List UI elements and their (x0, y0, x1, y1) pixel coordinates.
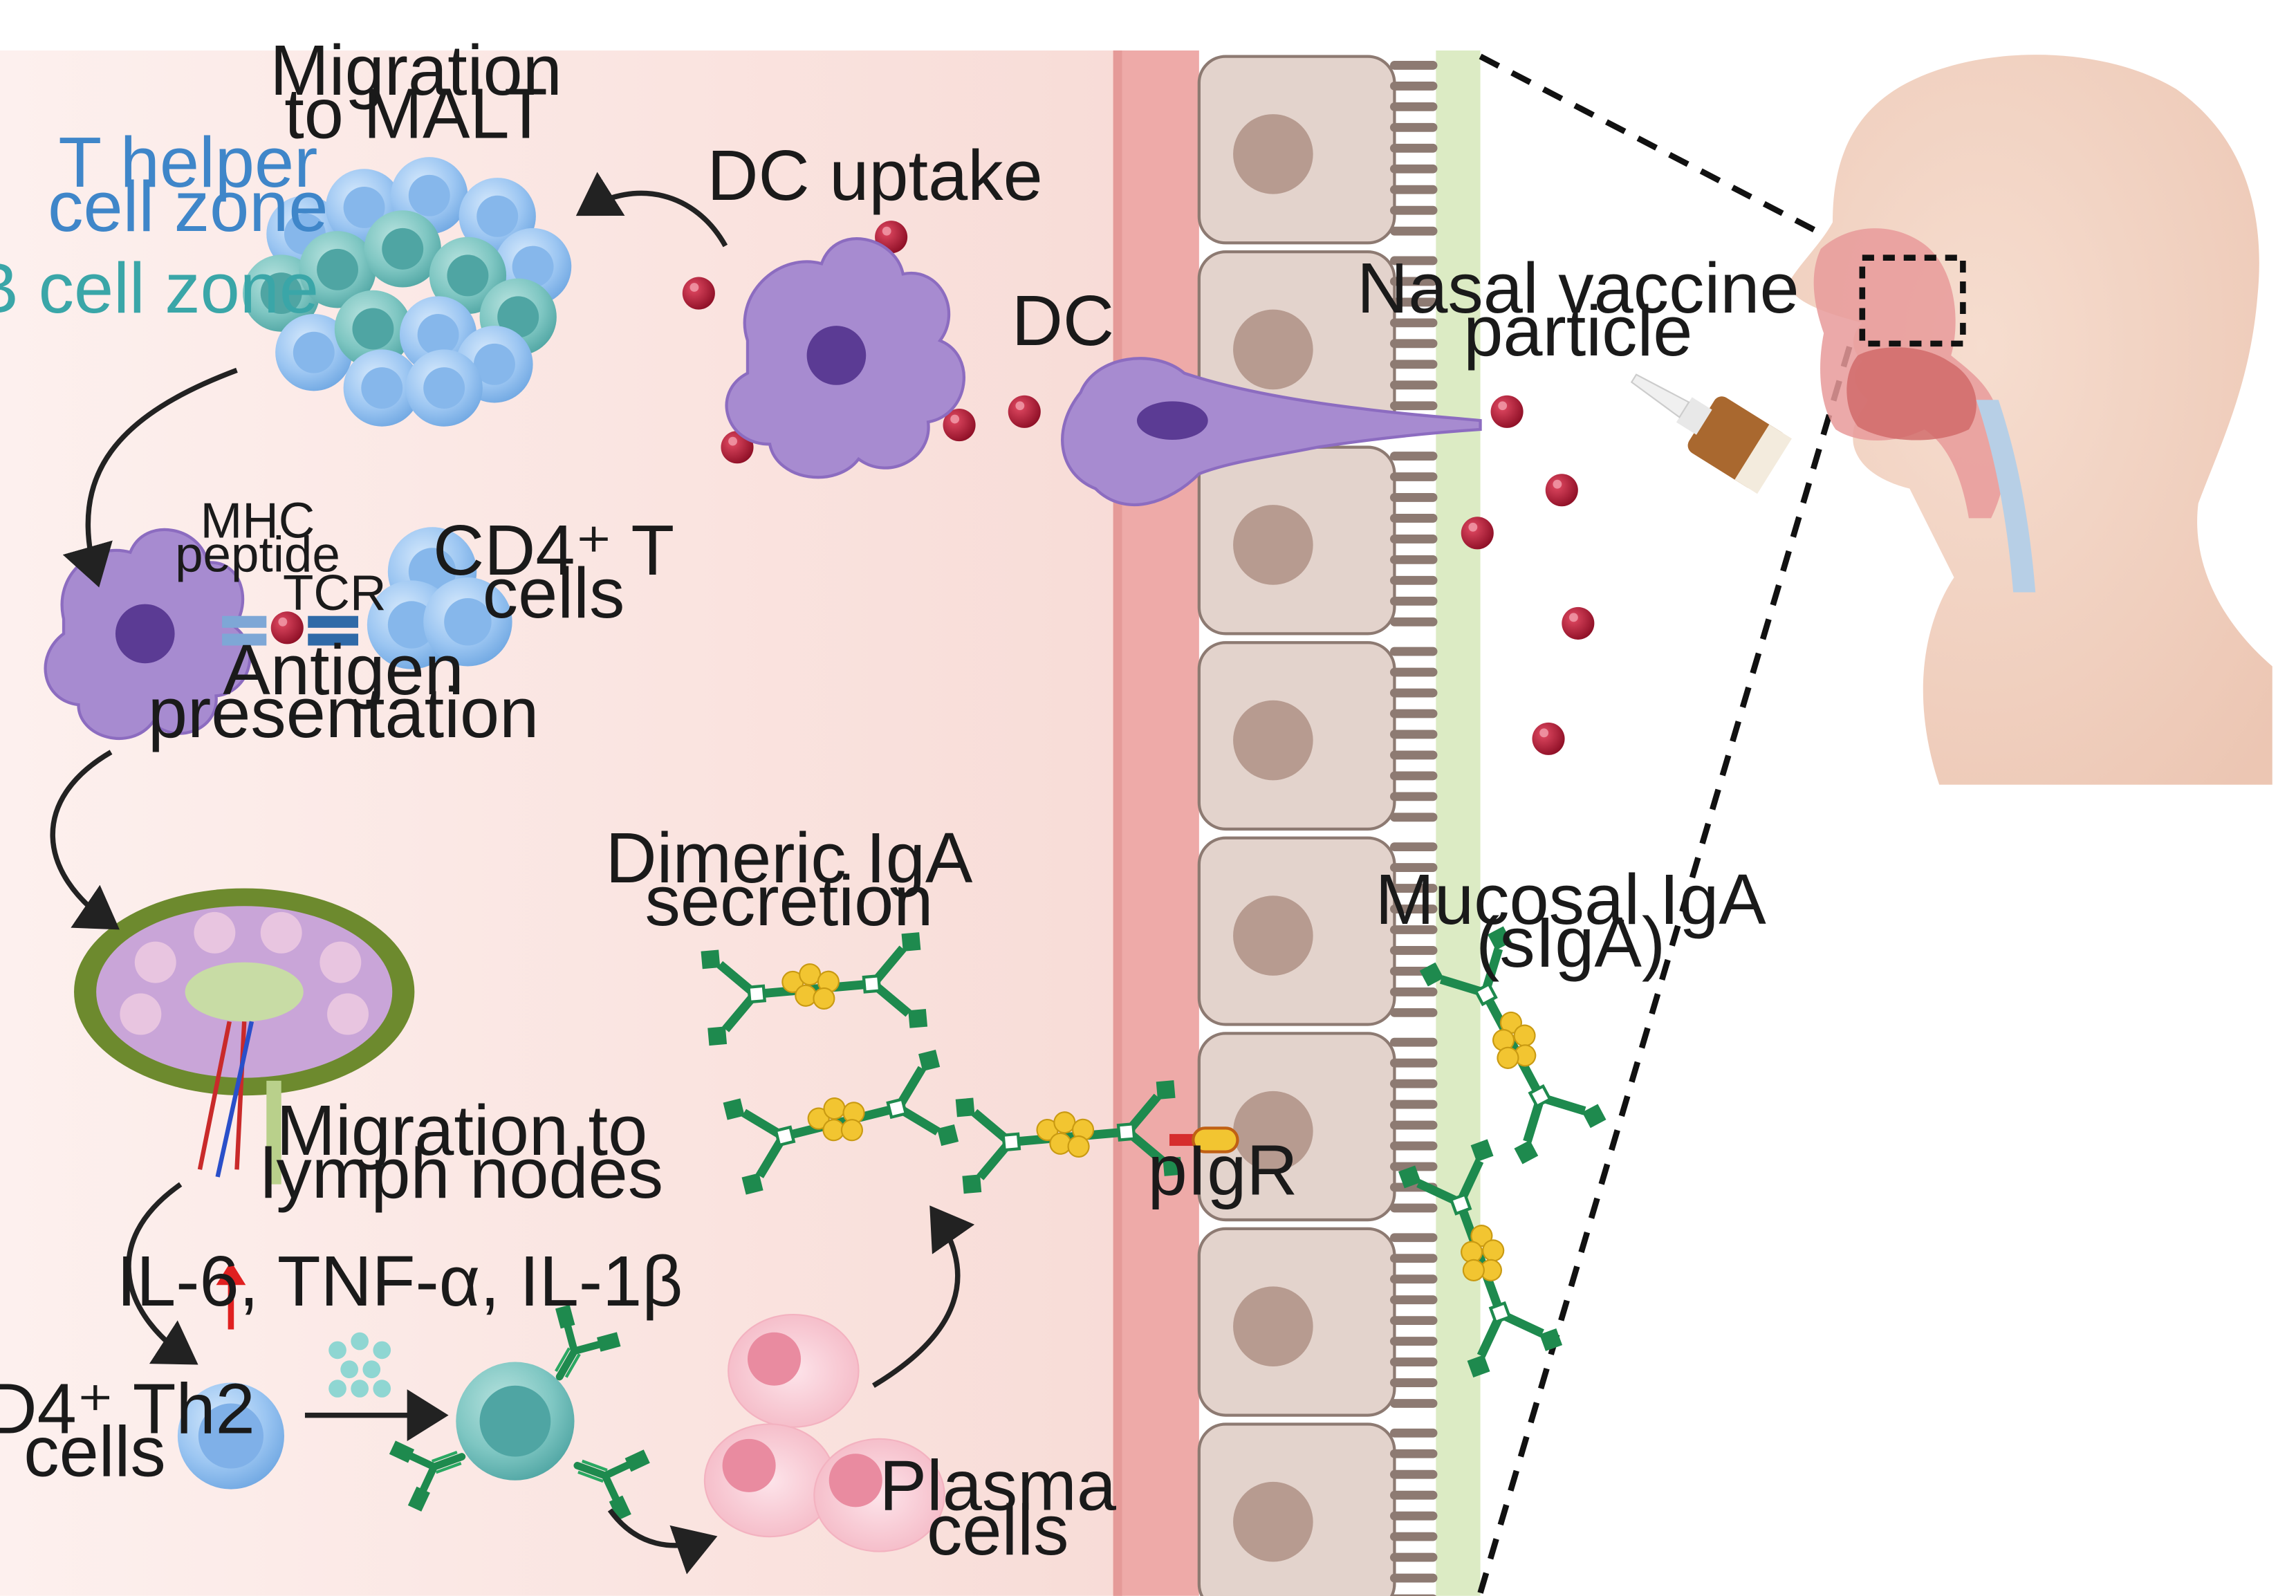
mucus-layer (1436, 50, 1481, 1596)
cytokines (328, 1332, 391, 1398)
microvilli (1389, 842, 1438, 1017)
label-nasal-vaccine-1: Nasal vaccine (1357, 248, 1799, 328)
label-cd4-th2-1: CD4⁺ Th2 (0, 1368, 255, 1448)
cell-nucleus (423, 367, 465, 409)
antigen-particle (1008, 395, 1041, 428)
microvilli (1389, 1428, 1438, 1596)
cell-nucleus (408, 174, 450, 216)
label-t-helper-zone-1: T helper (58, 122, 317, 202)
mhc-tcr-complex (222, 615, 359, 646)
epithelial-nucleus (1233, 700, 1313, 781)
epithelial-nucleus (1233, 1091, 1313, 1171)
label-migration-lymph-2: lymph nodes (261, 1133, 664, 1213)
dendritic-cell-sampling (1061, 357, 1482, 507)
cell-nucleus (293, 331, 335, 373)
cytokine-up-arrow (216, 1261, 246, 1330)
cell-nucleus (473, 343, 515, 385)
antigen-particle (1490, 395, 1524, 428)
antigen-particle (1461, 517, 1494, 550)
cell-nucleus (352, 308, 394, 350)
epithelial-nucleus (1233, 114, 1313, 194)
dendritic-cell-uptake (725, 237, 965, 479)
microvilli (1389, 61, 1438, 236)
label-antigen-presentation-2: presentation (148, 673, 539, 752)
epithelial-nucleus (1233, 1286, 1313, 1366)
label-cd4-t-1: CD4⁺ T (433, 510, 674, 590)
antigen-particle (1562, 606, 1595, 640)
cell-nucleus (260, 272, 302, 315)
label-mucosal-iga-2: (sIgA) (1476, 902, 1665, 982)
cell-nucleus (361, 367, 403, 409)
cell-nucleus (476, 195, 519, 237)
malt-cluster (243, 157, 572, 427)
zoom-line-bottom (1477, 342, 1853, 1594)
b-cell-activated (386, 1299, 654, 1524)
cell-nucleus (343, 186, 385, 228)
cell-nucleus (447, 254, 489, 297)
microvilli (1389, 452, 1438, 627)
antigen-particle (1532, 722, 1565, 755)
arrows (50, 171, 975, 1575)
label-dc-uptake: DC uptake (707, 136, 1042, 215)
epithelial-layer (1197, 55, 1438, 1596)
zoom-line-top (1479, 53, 1864, 258)
cd4-t-cells (367, 527, 512, 669)
epithelial-nucleus (1233, 505, 1313, 585)
cell-nucleus (512, 245, 554, 288)
label-plasma-2: cells (927, 1490, 1069, 1570)
cell-nucleus (317, 248, 359, 290)
microvilli (1389, 1233, 1438, 1408)
label-peptide: peptide (175, 526, 340, 582)
epithelial-nucleus (1233, 1481, 1313, 1562)
label-b-cell-zone: B cell zone (0, 248, 319, 328)
cell-nucleus (497, 296, 539, 338)
cell-nucleus (417, 314, 459, 355)
label-migration-malt-1: Migration (270, 30, 562, 110)
label-migration-lymph-1: Migration to (276, 1091, 647, 1170)
basement-membrane (1113, 50, 1199, 1596)
label-tcr: TCR (283, 565, 387, 621)
antigen-particle (1545, 474, 1578, 507)
label-antigen-presentation-1: Antigen (223, 630, 463, 709)
nasal-spray-bottle (1630, 373, 1792, 494)
antigen-particle (682, 277, 715, 310)
lymph-node (74, 888, 415, 1185)
pigr-receptor (1169, 1126, 1239, 1153)
label-cd4-t-2: cells (483, 553, 625, 633)
label-plasma-1: Plasma (879, 1446, 1116, 1525)
label-cytokines: IL-6, TNF-α, IL-1β (117, 1241, 683, 1321)
label-mhc: MHC (201, 492, 315, 548)
label-mucosal-iga-1: Mucosal IgA (1375, 860, 1766, 939)
label-dc: DC (1012, 281, 1114, 360)
label-dimeric-iga-2: secretion (645, 861, 933, 940)
label-t-helper-zone-2: cell zone (48, 167, 328, 246)
cell-nucleus (382, 228, 424, 270)
epithelial-nucleus (1233, 896, 1313, 976)
label-nasal-vaccine-2: particle (1463, 291, 1692, 371)
epithelial-nucleus (1233, 309, 1313, 390)
head-illustration (1788, 55, 2272, 785)
label-pigr: pIgR (1148, 1131, 1298, 1210)
label-migration-malt-2: to MALT (284, 73, 548, 153)
plasma-cells (703, 1313, 945, 1552)
label-cd4-th2-2: cells (24, 1411, 166, 1491)
microvilli (1389, 647, 1438, 822)
cd4-th2-cell (177, 1382, 284, 1490)
label-dimeric-iga-1: Dimeric IgA (605, 818, 972, 898)
